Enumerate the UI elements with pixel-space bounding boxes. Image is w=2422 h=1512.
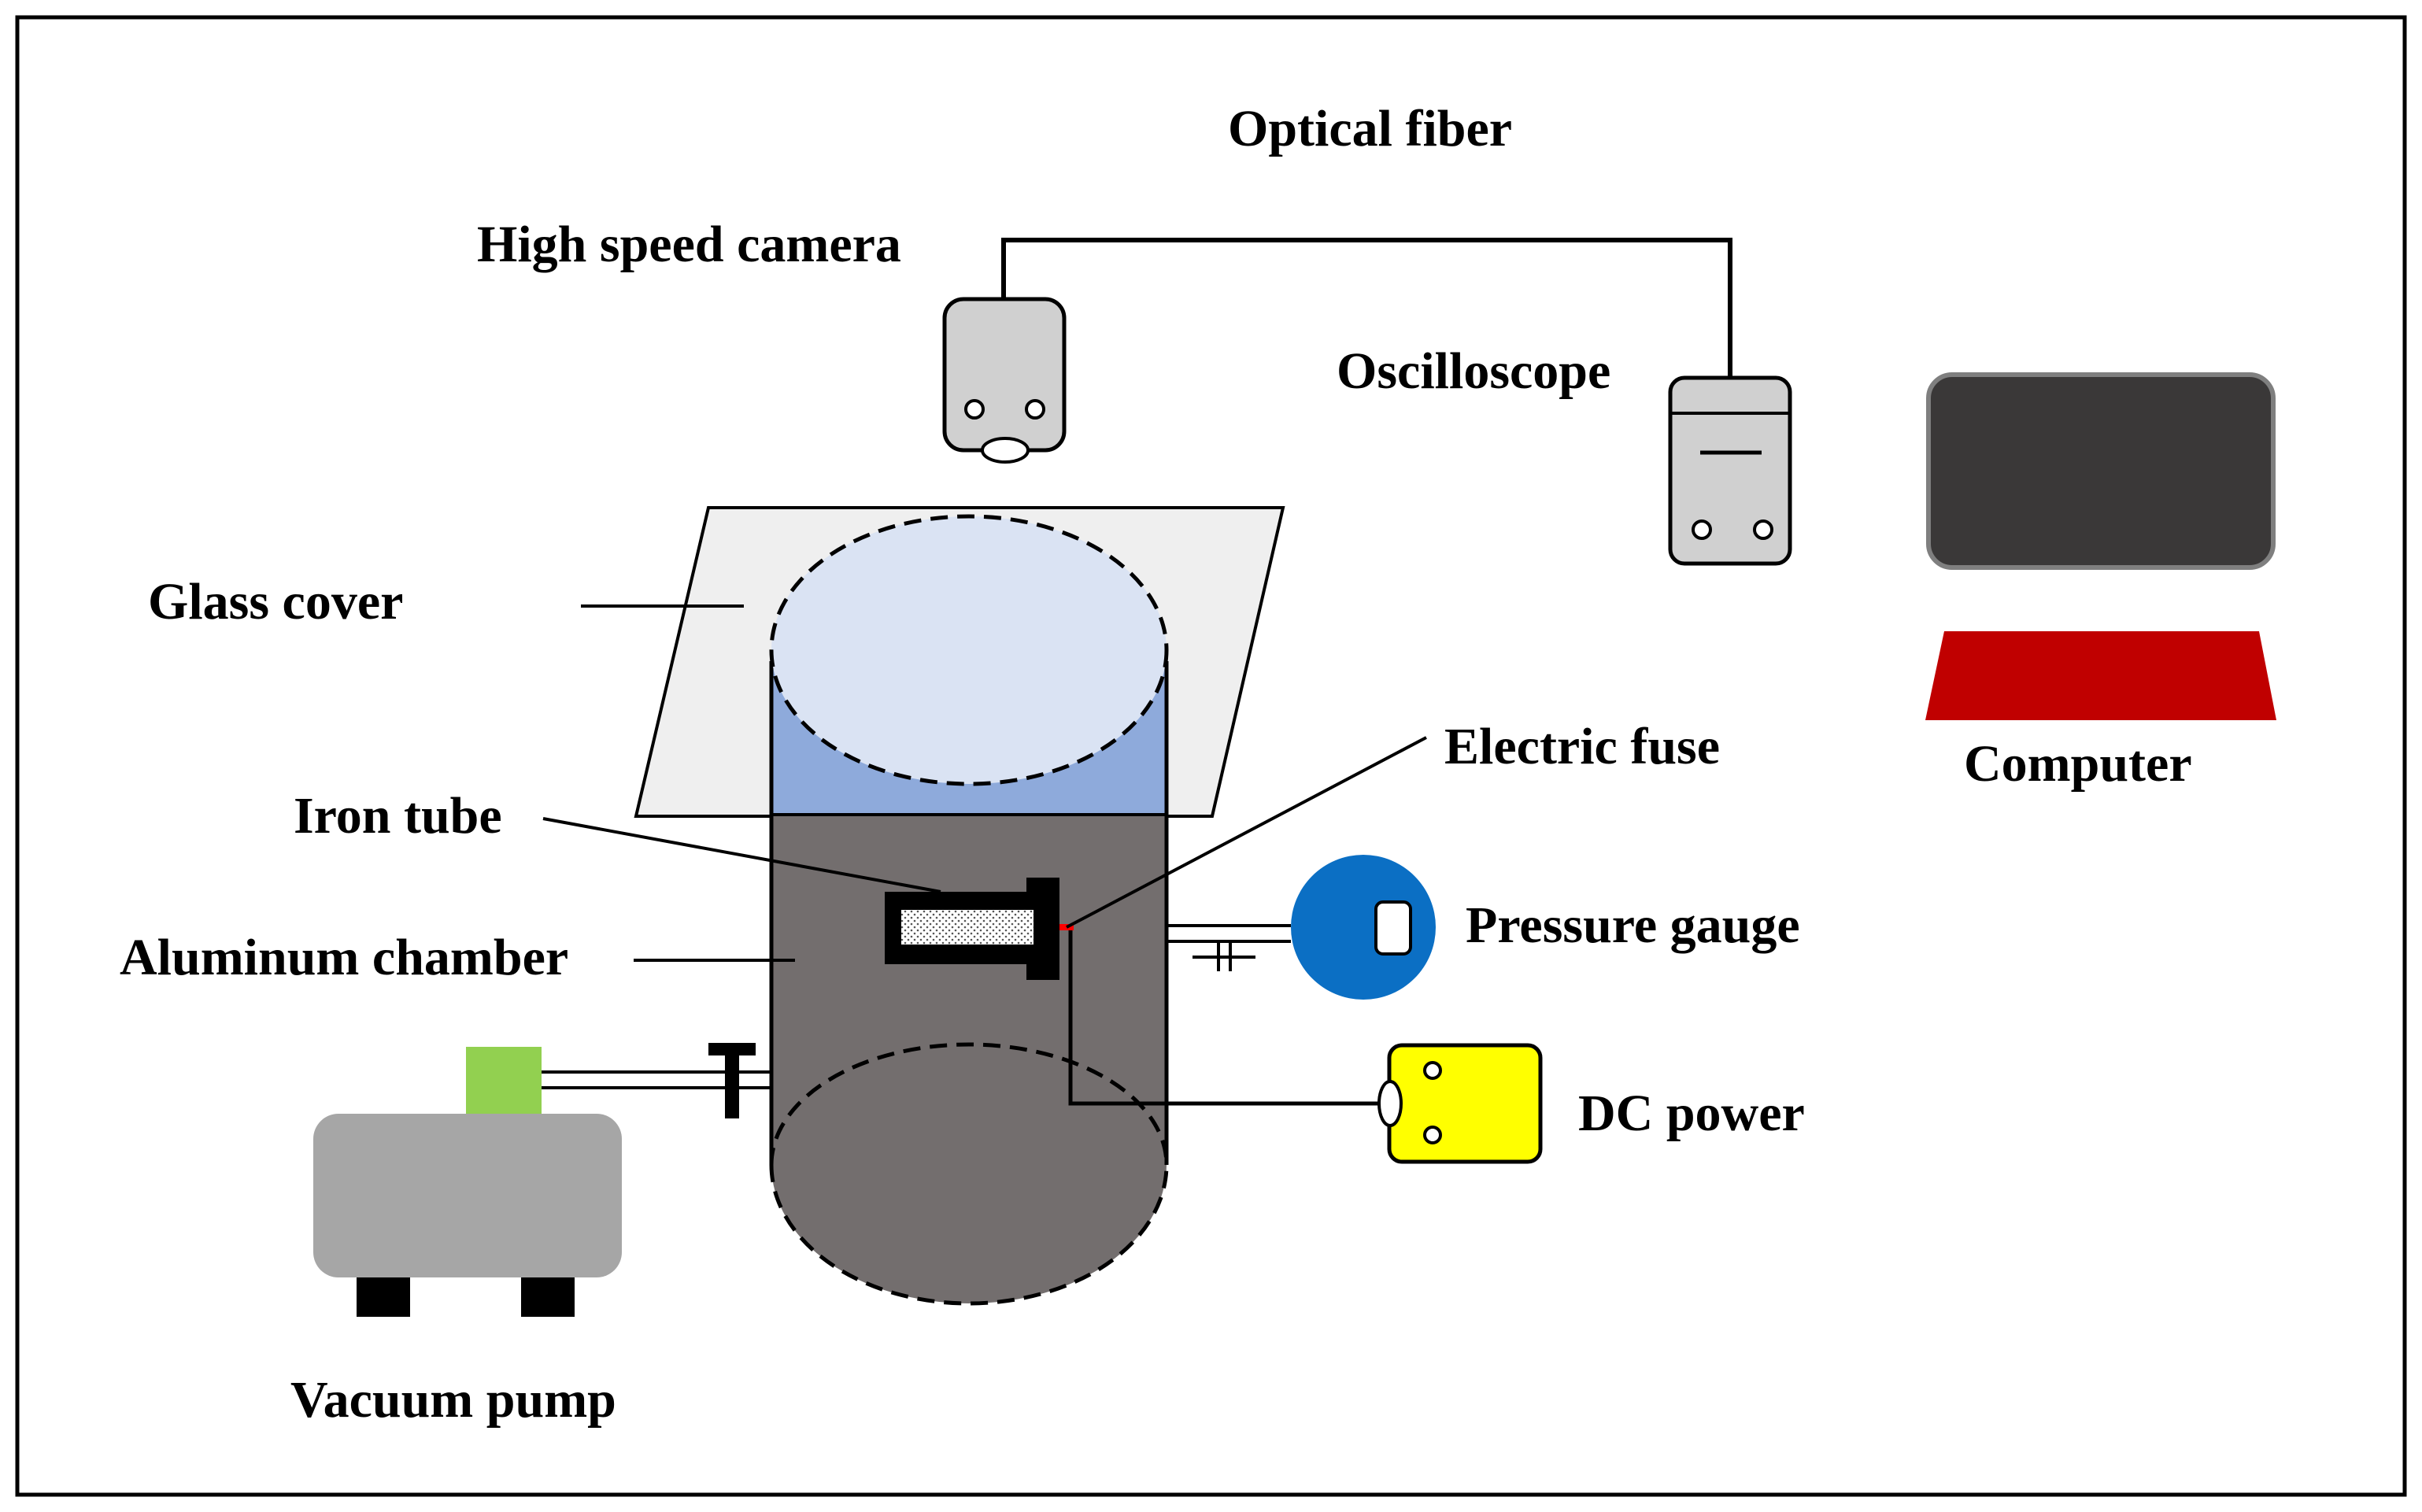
pump-foot-left	[357, 1277, 410, 1317]
label-high-speed-camera: High speed camera	[477, 216, 901, 273]
aluminum-chamber	[769, 514, 1169, 1306]
high-speed-camera	[942, 297, 1067, 464]
chamber-lid	[769, 514, 1169, 786]
figure-border	[15, 15, 2407, 1497]
label-vacuum-pump: Vacuum pump	[290, 1371, 616, 1429]
computer-device	[1925, 372, 2276, 720]
fuse-power-wire	[1068, 930, 1379, 1106]
pressure-gauge	[1291, 855, 1436, 1000]
pump-valve	[466, 1047, 542, 1119]
iron-tube	[885, 878, 1059, 980]
vacuum-pump	[313, 1047, 622, 1317]
camera-lens-icon	[981, 437, 1030, 464]
oscilloscope-device	[1668, 375, 1792, 566]
label-iron-tube: Iron tube	[294, 787, 502, 845]
electric-fuse-leader	[1066, 736, 1427, 929]
label-pressure-gauge: Pressure gauge	[1466, 896, 1800, 954]
label-aluminum-chamber: Aluminum chamber	[120, 929, 568, 986]
label-computer: Computer	[1964, 735, 2192, 793]
label-dc-power: DC power	[1578, 1085, 1805, 1142]
keyboard	[1925, 631, 2276, 720]
monitor-screen	[1926, 372, 2276, 570]
vacuum-pipe	[542, 1043, 771, 1118]
label-optical-fiber: Optical fiber	[1228, 100, 1512, 157]
iron-tube-leader	[542, 817, 941, 893]
label-oscilloscope: Oscilloscope	[1337, 342, 1610, 400]
pressure-pipe	[1167, 924, 1291, 971]
label-electric-fuse: Electric fuse	[1444, 718, 1720, 775]
optical-fiber-cable	[1001, 238, 1732, 378]
label-glass-cover: Glass cover	[148, 573, 403, 630]
pump-foot-right	[521, 1277, 575, 1317]
dc-power-supply	[1377, 1043, 1543, 1164]
